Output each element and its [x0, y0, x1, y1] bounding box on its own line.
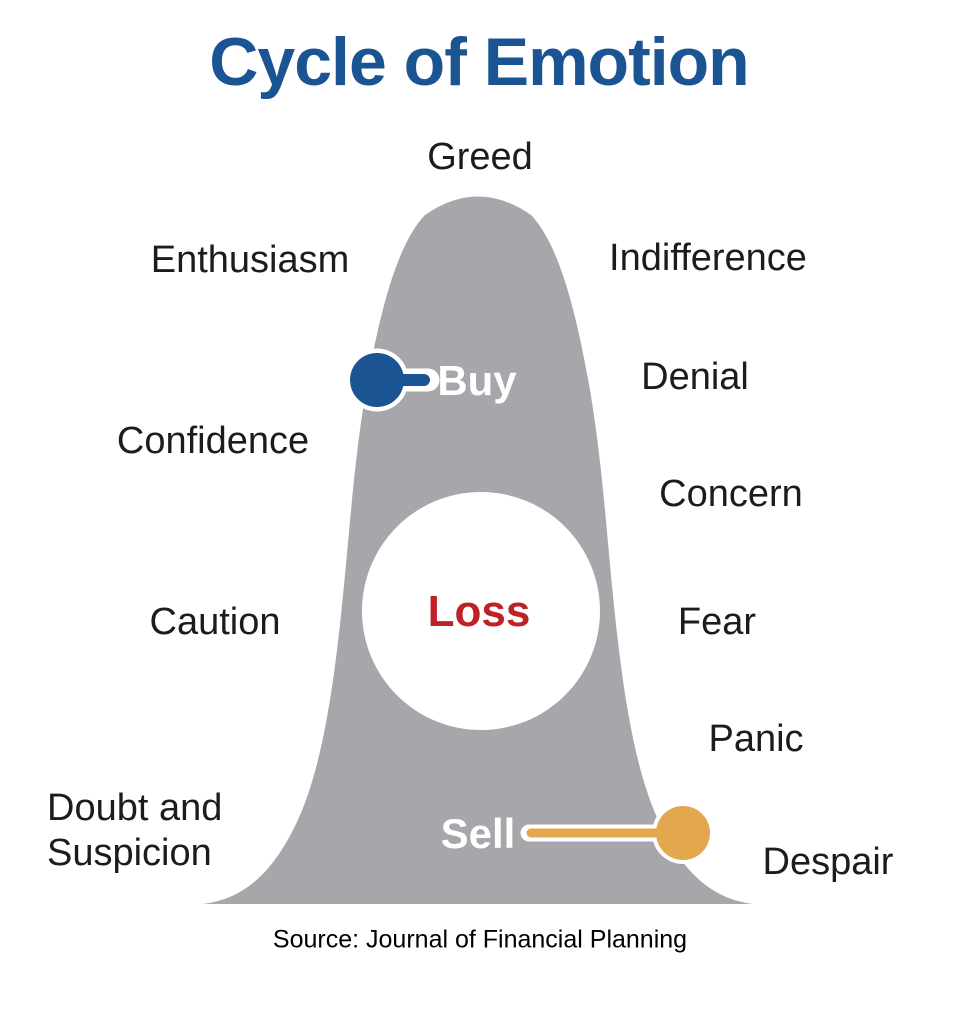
loss-label: Loss	[427, 587, 531, 636]
emotion-label-panic: Panic	[708, 718, 804, 760]
buy-label: Buy	[437, 357, 517, 404]
emotion-label-caution: Caution	[149, 601, 281, 643]
emotion-label-despair: Despair	[762, 841, 894, 883]
emotion-label-concern: Concern	[659, 473, 803, 515]
source-caption: Source: Journal of Financial Planning	[272, 925, 688, 954]
emotion-label-confidence: Confidence	[116, 420, 310, 462]
doubt-line-1: Doubt and	[47, 787, 223, 829]
buy-marker	[345, 348, 440, 412]
emotion-label-greed: Greed	[427, 136, 533, 178]
page-title: Cycle of Emotion	[209, 24, 749, 100]
emotion-label-fear: Fear	[677, 601, 757, 643]
emotion-label-enthusiasm: Enthusiasm	[150, 239, 350, 281]
emotion-label-denial: Denial	[641, 356, 749, 398]
emotion-label-doubt-and-suspicion: Doubt and Suspicion	[47, 786, 222, 876]
doubt-line-2: Suspicion	[47, 831, 212, 874]
emotion-label-indifference: Indifference	[609, 237, 807, 279]
loss-circle	[362, 492, 600, 730]
sell-marker	[520, 802, 714, 864]
sell-label: Sell	[440, 810, 516, 857]
